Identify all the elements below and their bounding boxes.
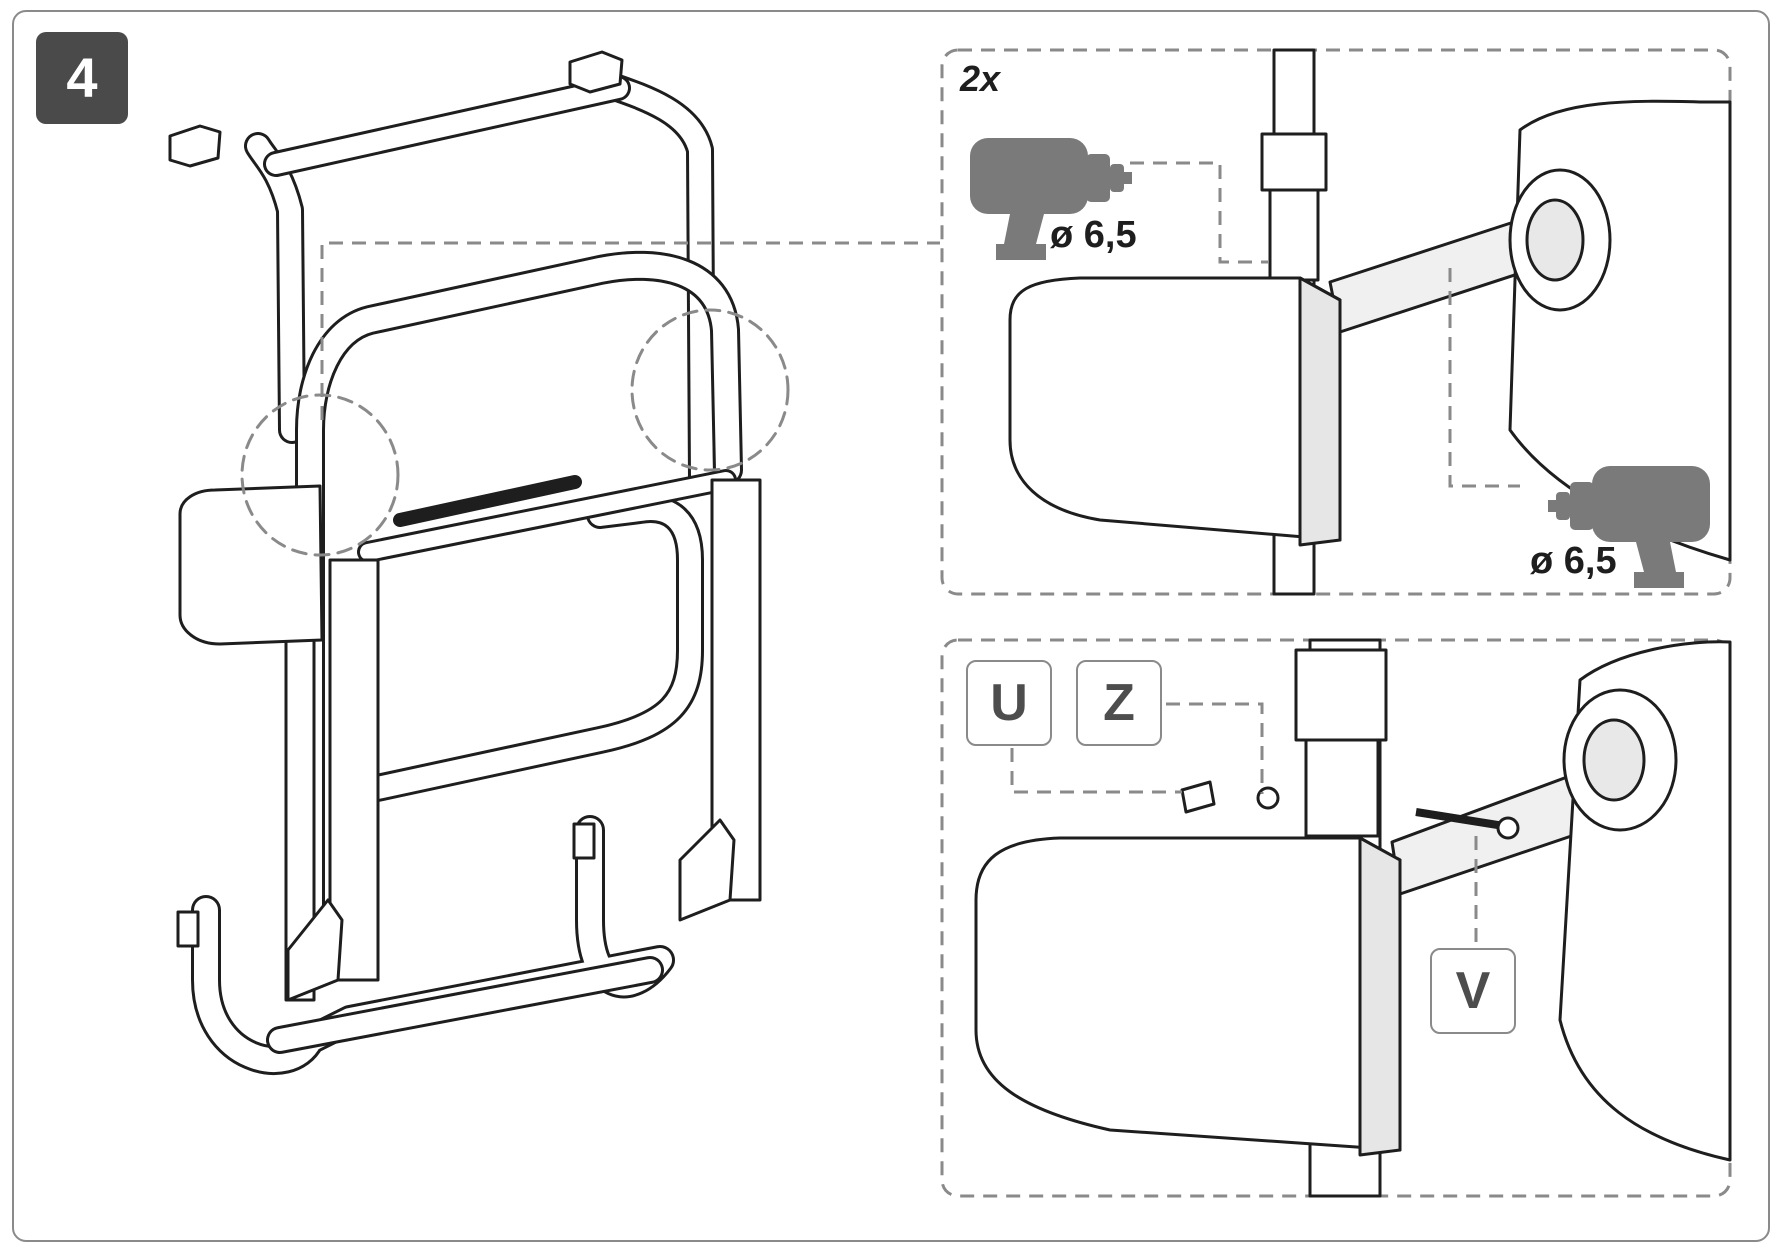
rack-overview bbox=[168, 50, 790, 1075]
detail-top-drawing bbox=[1008, 48, 1732, 596]
part-key-z: Z bbox=[1076, 660, 1162, 746]
detail-bottom-drawing bbox=[974, 638, 1732, 1198]
step-number-badge: 4 bbox=[36, 32, 128, 124]
part-key-u: U bbox=[966, 660, 1052, 746]
part-key-v: V bbox=[1430, 948, 1516, 1034]
quantity-label: 2x bbox=[960, 58, 1001, 99]
drill-bit-size-upper: ø 6,5 bbox=[1050, 214, 1137, 256]
drill-bit-size-lower: ø 6,5 bbox=[1530, 540, 1617, 582]
page-frame bbox=[12, 10, 1770, 1242]
